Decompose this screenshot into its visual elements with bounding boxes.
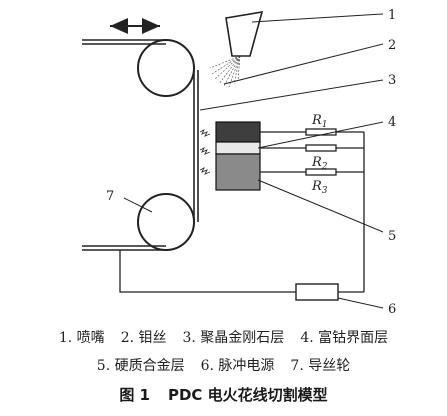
legend-item-guide-wheel: 7. 导丝轮	[290, 358, 351, 374]
legend-item-molybdenum-wire: 2. 钼丝	[120, 330, 167, 346]
legend-item-carbide-layer: 5. 硬质合金层	[96, 358, 185, 374]
legend-item-nozzle: 1. 喷嘴	[58, 330, 105, 346]
resistor-label-r2: R2	[311, 155, 328, 172]
callout-2: 2	[388, 38, 396, 53]
pcd-layer	[215, 121, 261, 143]
nozzle	[225, 11, 264, 57]
callout-4: 4	[388, 115, 396, 130]
spray-jet	[209, 55, 241, 88]
legend-item-pulse-power: 6. 脉冲电源	[200, 358, 275, 374]
callout-6: 6	[388, 302, 396, 317]
carbide-layer	[215, 153, 261, 191]
legend-item-pcd-layer: 3. 聚晶金刚石层	[182, 330, 285, 346]
resistor-label-r1: R1	[311, 113, 328, 130]
figure-caption: 图 1 PDC 电火花线切割模型	[0, 384, 447, 405]
cobalt-interface-layer	[215, 141, 261, 155]
callout-5: 5	[388, 229, 396, 244]
resistor-circuit	[260, 128, 365, 292]
caption-title: PDC 电火花线切割模型	[167, 386, 328, 404]
pulse-power-supply	[295, 283, 339, 301]
pdc-edm-diagram: R1 R2 R3 1 2 3 4 5 6 7	[82, 8, 396, 317]
caption-label: 图 1	[119, 386, 150, 404]
callout-3: 3	[388, 73, 396, 88]
legend-line-1: 1. 喷嘴 2. 钼丝 3. 聚晶金刚石层 4. 富钴界面层	[0, 328, 447, 348]
resistor-label-r3: R3	[311, 179, 328, 196]
legend-line-2: 5. 硬质合金层 6. 脉冲电源 7. 导丝轮	[0, 356, 447, 376]
legend-item-cobalt-layer: 4. 富钴界面层	[300, 330, 389, 346]
discharge-sparks	[199, 128, 211, 175]
molybdenum-wire	[82, 39, 199, 251]
callout-1: 1	[388, 8, 396, 23]
callout-7: 7	[106, 189, 114, 204]
